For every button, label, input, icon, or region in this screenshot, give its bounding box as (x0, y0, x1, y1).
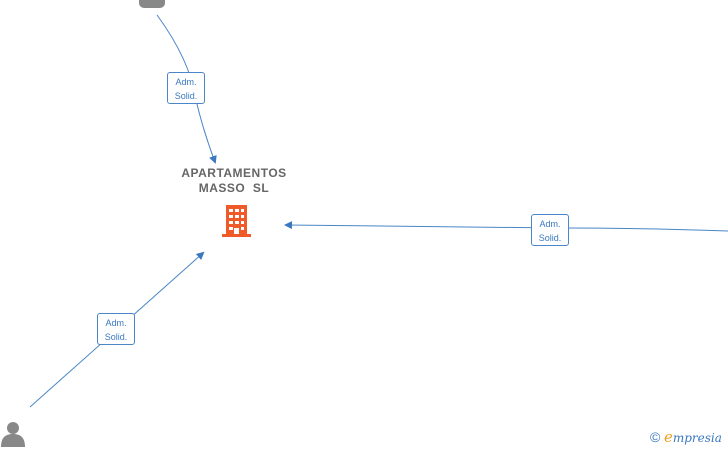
edge-label-line1: Adm. (105, 318, 127, 328)
company-name-line1: APARTAMENTOS (181, 166, 287, 180)
edge-right (284, 221, 728, 232)
building-icon (222, 205, 251, 237)
edge-label-line2: Solid. (538, 233, 562, 243)
edge-label-line1: Adm. (539, 219, 561, 229)
brand-name: mpresia (672, 431, 722, 445)
edge-label-line2: Solid. (104, 332, 128, 342)
edge-label-line2: Solid. (174, 91, 198, 101)
footer-brand[interactable]: © empresia (650, 428, 722, 448)
edge-label-right[interactable]: Adm. Solid. (531, 214, 569, 246)
person-icon (1, 422, 25, 447)
company-name[interactable]: APARTAMENTOS MASSO SL (168, 166, 300, 196)
person-bottom-left[interactable] (0, 420, 26, 448)
company-name-line2: MASSO SL (198, 181, 270, 195)
copyright-symbol: © (650, 429, 661, 445)
company-node[interactable] (220, 203, 253, 237)
edge-label-top[interactable]: Adm. Solid. (167, 72, 205, 104)
edge-label-line1: Adm. (175, 77, 197, 87)
brand-initial: e (663, 428, 673, 446)
person-icon (139, 0, 165, 8)
person-top[interactable] (137, 0, 167, 10)
edge-label-bottom-left[interactable]: Adm. Solid. (97, 313, 135, 345)
